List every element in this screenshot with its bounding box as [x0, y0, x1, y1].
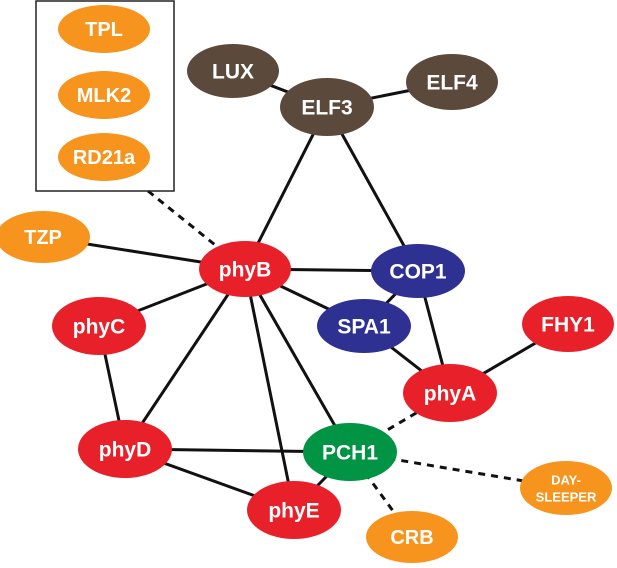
node-phye: phyE: [247, 481, 341, 539]
node-mlk2-label: MLK2: [77, 85, 131, 107]
node-tzp-label: TZP: [24, 227, 62, 249]
node-fhy1-shape: [522, 296, 614, 352]
node-tzp-shape: [0, 211, 90, 263]
node-lux: LUX: [187, 44, 279, 98]
group-box: [35, 0, 175, 192]
node-phya-label: phyA: [424, 383, 477, 406]
node-tpl-shape: [58, 5, 150, 53]
node-elf3: ELF3: [280, 78, 374, 136]
node-mlk2: MLK2: [58, 71, 150, 119]
node-phya: phyA: [403, 364, 497, 422]
node-elf4-shape: [406, 54, 498, 110]
edge-phyb-phyd: [123, 268, 247, 450]
node-cop1-label: COP1: [389, 261, 447, 284]
node-tpl-label: TPL: [85, 19, 123, 41]
node-phyb-label: phyB: [219, 259, 272, 282]
node-phye-shape: [247, 481, 341, 539]
node-rd21a-label: RD21a: [73, 147, 136, 169]
node-elf3-shape: [280, 78, 374, 136]
node-crb-label: CRB: [390, 527, 433, 549]
node-daysleeper-label-line1: DAY-: [551, 473, 581, 488]
node-phyc-shape: [52, 297, 146, 355]
node-daysleeper-label-line2: SLEEPER: [536, 490, 597, 505]
node-cop1: COP1: [371, 244, 465, 298]
node-spa1: SPA1: [317, 299, 411, 353]
node-crb-shape: [366, 511, 458, 563]
node-elf4: ELF4: [406, 54, 498, 110]
node-lux-label: LUX: [212, 61, 254, 84]
node-phyc-label: phyC: [73, 316, 126, 339]
node-phyd: phyD: [78, 420, 172, 478]
node-phyd-label: phyD: [99, 439, 152, 462]
node-cop1-shape: [371, 244, 465, 298]
node-pch1-shape: [303, 423, 397, 481]
edge-phyb-phye: [243, 268, 296, 511]
node-phyb: phyB: [199, 241, 291, 297]
node-fhy1: FHY1: [522, 296, 614, 352]
node-spa1-shape: [317, 299, 411, 353]
node-daysleeper-shape: [520, 461, 612, 515]
node-tpl: TPL: [58, 5, 150, 53]
node-pch1: PCH1: [303, 423, 397, 481]
edge-phyb-pch1: [243, 268, 352, 453]
node-crb: CRB: [366, 511, 458, 563]
node-rd21a: RD21a: [58, 133, 150, 181]
node-fhy1-label: FHY1: [541, 314, 595, 337]
node-elf3-label: ELF3: [301, 97, 352, 120]
node-mlk2-shape: [58, 71, 150, 119]
node-pch1-label: PCH1: [322, 442, 378, 465]
node-daysleeper: DAY- SLEEPER: [520, 461, 612, 515]
node-phyd-shape: [78, 420, 172, 478]
node-phya-shape: [403, 364, 497, 422]
node-tzp: TZP: [0, 211, 90, 263]
node-rd21a-shape: [58, 133, 150, 181]
node-phyb-shape: [199, 241, 291, 297]
node-phyc: phyC: [52, 297, 146, 355]
node-phye-label: phyE: [268, 500, 319, 523]
node-spa1-label: SPA1: [337, 316, 391, 339]
node-elf4-label: ELF4: [426, 72, 478, 95]
node-lux-shape: [187, 44, 279, 98]
